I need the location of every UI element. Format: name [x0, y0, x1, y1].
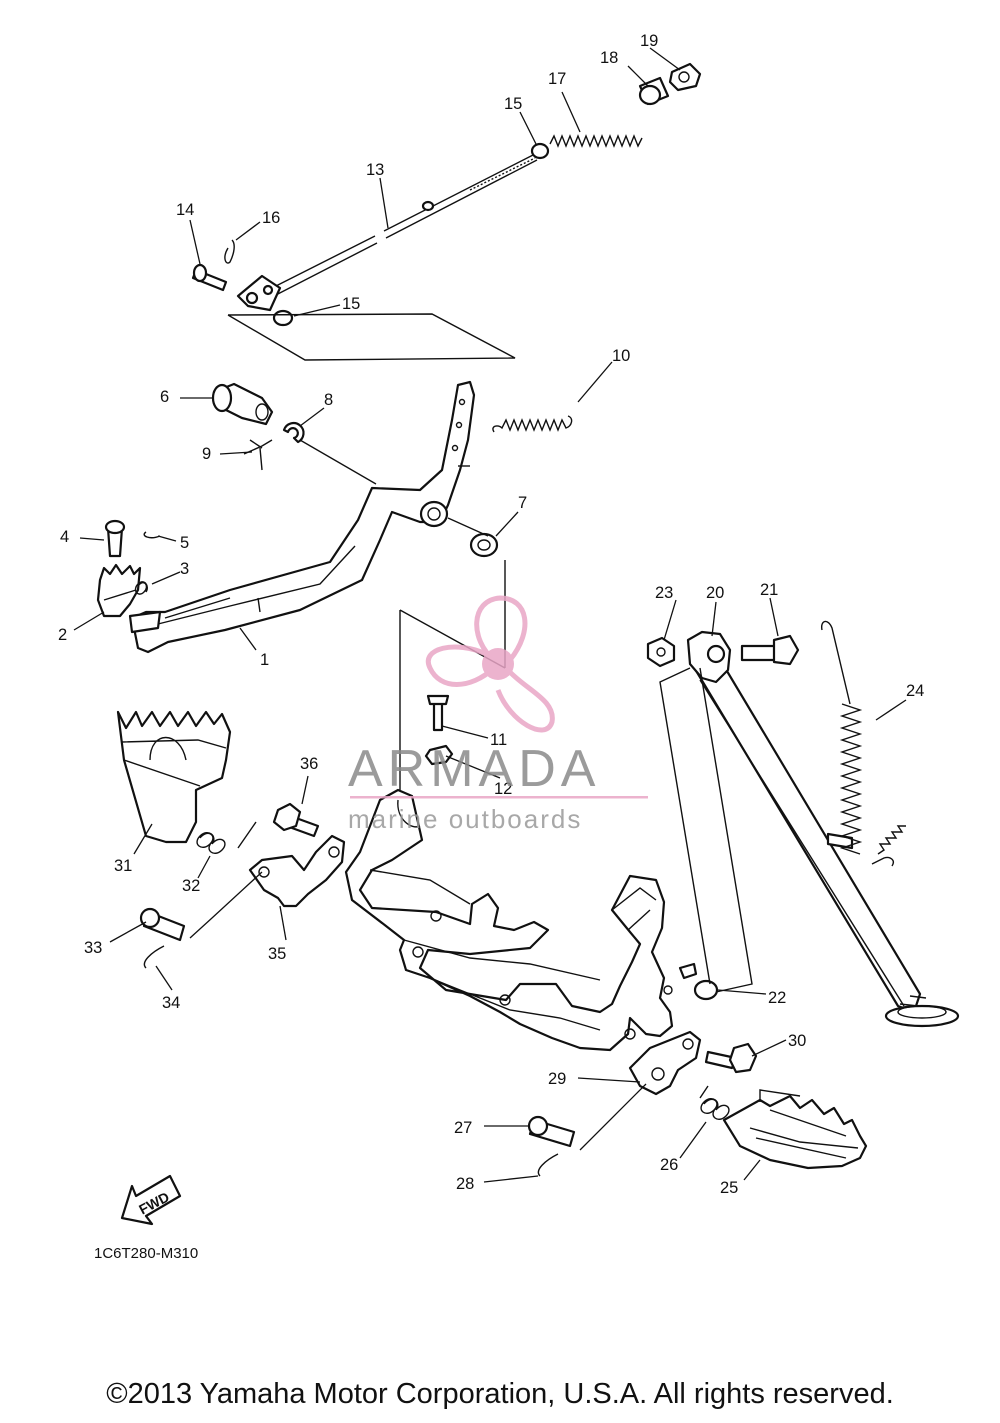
callout-16: 16 [262, 209, 280, 227]
callout-24: 24 [906, 682, 924, 700]
callout-12: 12 [494, 780, 512, 798]
callout-26: 26 [660, 1156, 678, 1174]
spring-17 [549, 134, 643, 148]
callout-22: 22 [768, 989, 786, 1007]
callout-29: 29 [548, 1070, 566, 1088]
brake-rod-assembly [191, 62, 702, 361]
leader-lines [73, 47, 907, 1183]
callout-30: 30 [788, 1032, 806, 1050]
callout-17: 17 [548, 70, 566, 88]
footrest-right-assembly [527, 1030, 868, 1177]
callout-28: 28 [456, 1175, 474, 1193]
watermark-divider [350, 796, 648, 799]
callout-9: 9 [202, 445, 211, 463]
callout-1: 1 [260, 651, 269, 669]
footrest-left-assembly [116, 710, 346, 969]
diagram-code: 1C6T280-M310 [94, 1245, 198, 1262]
armada-watermark: ARMADA marine outboards [348, 595, 648, 834]
watermark-tagline: marine outboards [348, 804, 582, 834]
copyright-notice: ©2013 Yamaha Motor Corporation, U.S.A. A… [106, 1378, 894, 1410]
propeller-hub [482, 648, 514, 680]
callout-33: 33 [84, 939, 102, 957]
callout-19: 19 [640, 32, 658, 50]
callout-15-b: 15 [342, 295, 360, 313]
callout-11: 11 [490, 731, 507, 749]
callout-34: 34 [162, 994, 180, 1012]
callout-5: 5 [180, 534, 189, 552]
callout-15-a: 15 [504, 95, 522, 113]
callout-7: 7 [518, 494, 527, 512]
callout-8: 8 [324, 391, 333, 409]
callout-14: 14 [176, 201, 194, 219]
callout-numbers: 1 2 3 4 5 6 7 8 9 10 11 12 13 14 15 15 1… [58, 32, 924, 1197]
callout-4: 4 [60, 528, 69, 546]
callout-2: 2 [58, 626, 67, 644]
watermark-brand: ARMADA [348, 740, 600, 798]
callout-3: 3 [180, 560, 189, 578]
callout-27: 27 [454, 1119, 472, 1137]
propeller-logo [425, 595, 555, 733]
callout-13: 13 [366, 161, 384, 179]
callout-31: 31 [114, 857, 132, 875]
callout-32: 32 [182, 877, 200, 895]
callout-35: 35 [268, 945, 286, 963]
sidestand-assembly [646, 620, 960, 1028]
callout-21: 21 [760, 581, 778, 599]
callout-6: 6 [160, 388, 169, 406]
callout-10: 10 [612, 347, 630, 365]
callout-36: 36 [300, 755, 318, 773]
frame [344, 694, 698, 1052]
callout-18: 18 [600, 49, 618, 67]
callout-25: 25 [720, 1179, 738, 1197]
fwd-arrow: FWD [120, 1174, 182, 1226]
callout-23: 23 [655, 584, 673, 602]
brake-pedal-assembly [96, 380, 573, 790]
callout-20: 20 [706, 584, 724, 602]
